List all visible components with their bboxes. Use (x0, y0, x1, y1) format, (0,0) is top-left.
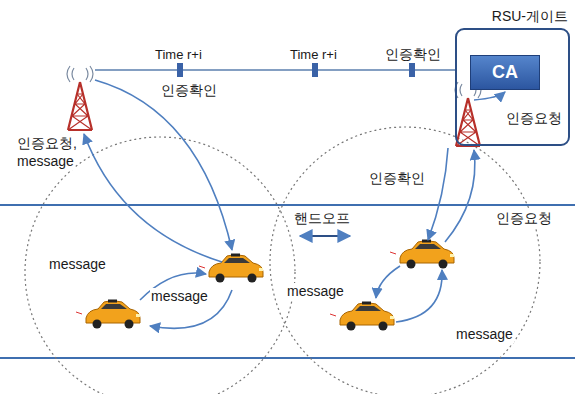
car (76, 300, 140, 329)
ca-box: CA (470, 55, 540, 90)
coverage-area (25, 137, 295, 394)
message-arrows (84, 80, 505, 328)
rsu-tower (455, 82, 481, 146)
message-label: message (150, 288, 209, 305)
time-marker (177, 63, 183, 77)
time-label: Time r+i (154, 46, 203, 63)
message-label: message (286, 283, 345, 300)
message-label: message (455, 326, 514, 343)
road-edge (0, 357, 575, 359)
box-heading: RSU-게이트 (492, 8, 568, 25)
time-marker (312, 63, 318, 77)
car (330, 302, 394, 331)
auth-request-label: 인증요청 (505, 110, 563, 127)
message-label: message (48, 256, 107, 273)
handoff-label: 핸드오프 (293, 210, 351, 227)
road-edge (0, 204, 575, 206)
box-text: CA (492, 62, 518, 83)
timeline (95, 69, 455, 71)
left-tower (67, 66, 93, 130)
rsu-gate-box: RSU-게이트CA (455, 28, 570, 146)
car (390, 240, 454, 269)
time-marker (409, 63, 415, 77)
time-label: Time r+i (289, 46, 338, 63)
auth-confirm-label: 인증확인 (368, 170, 426, 187)
auth-request-label: 인증요청 (495, 210, 553, 227)
auth-request-label: 인증요청, (16, 135, 78, 152)
auth-confirm-label: 인증확인 (384, 46, 442, 63)
coverage-area (270, 127, 540, 394)
message-label: message (16, 153, 75, 170)
auth-confirm-label: 인증확인 (160, 82, 218, 99)
